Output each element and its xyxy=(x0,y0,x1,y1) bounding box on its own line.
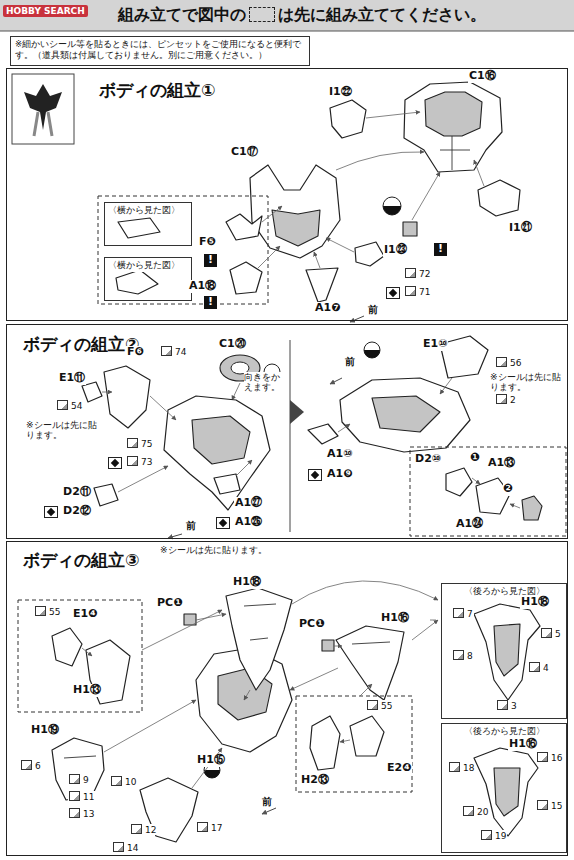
note-text: ※シールは先に貼ります。 xyxy=(490,372,562,393)
page-title: 組み立てで図中の は先に組み立ててください。 xyxy=(118,5,486,26)
sticker-number: 10 xyxy=(110,776,137,787)
caution-mark: ! xyxy=(434,243,447,256)
side-view-box: 〈横から見た図〉 xyxy=(104,202,192,246)
part-number: PC❶ xyxy=(298,618,325,631)
sticker-number: 7 xyxy=(452,608,474,619)
mirror-symbol xyxy=(44,506,58,518)
note-text: 向きをかえます。 xyxy=(244,372,288,393)
part-number: A1❾ xyxy=(326,468,353,481)
part-number: A1㉖ xyxy=(234,516,263,529)
dashed-box-symbol xyxy=(249,7,275,22)
part-number: A1⑩ xyxy=(326,448,353,461)
sticker-number: 56 xyxy=(495,357,522,368)
sticker-number: 16 xyxy=(536,752,563,763)
part-number: A1⑬ xyxy=(487,457,516,470)
step-number: ❶ xyxy=(470,451,480,465)
part-number: H1⑯ xyxy=(380,612,410,625)
sticker-number: 20 xyxy=(462,806,489,817)
watermark: HOBBY SEARCH xyxy=(3,5,88,17)
side-view-box: 〈横から見た図〉 xyxy=(104,257,192,301)
section-heading: ボディの組立③ xyxy=(21,549,141,572)
part-number: H1⑯ xyxy=(508,738,538,751)
sticker-number: 4 xyxy=(528,662,550,673)
sticker-number: 2 xyxy=(495,394,517,405)
front-mark: 前 xyxy=(345,356,355,368)
sticker-number: 9 xyxy=(68,774,90,785)
part-number: D2⑪ xyxy=(62,486,92,499)
sticker-number: 54 xyxy=(56,400,83,411)
part-number: E2❹ xyxy=(386,762,412,775)
part-number: A1⑱ xyxy=(188,280,217,293)
part-number: H1⑮ xyxy=(196,754,226,767)
sticker-number: 8 xyxy=(452,650,474,661)
part-number: H1⑬ xyxy=(72,684,102,697)
sticker-number: 3 xyxy=(496,700,518,711)
note-text: ※シールは先に貼ります。 xyxy=(26,420,98,441)
part-number: A1❼ xyxy=(314,302,341,315)
sticker-number: 72 xyxy=(404,268,431,279)
mirror-symbol xyxy=(216,517,230,529)
section-panel: ボディの組立① 〈横から見た図〉〈横から見た図〉 xyxy=(6,68,568,321)
sticker-number: 6 xyxy=(20,760,42,771)
part-number: D2⑩ xyxy=(414,453,442,466)
part-number: A1㉔ xyxy=(455,518,484,531)
part-number: H2⑬ xyxy=(300,774,330,787)
mirror-symbol xyxy=(308,469,322,481)
part-number: C1⑰ xyxy=(230,146,259,159)
sticker-number: 74 xyxy=(160,346,187,357)
sticker-number: 13 xyxy=(68,808,95,819)
part-number: I1㉓ xyxy=(383,244,408,257)
part-number: E1⑪ xyxy=(58,372,86,385)
front-mark: 前 xyxy=(262,796,272,808)
sticker-number: 19 xyxy=(480,830,507,841)
step-number: ❷ xyxy=(503,482,513,496)
sticker-number: 18 xyxy=(448,762,475,773)
caution-mark: ! xyxy=(204,296,217,309)
sticker-number: 15 xyxy=(536,800,563,811)
sticker-number: 55 xyxy=(34,606,61,617)
part-number: D2⑫ xyxy=(62,505,92,518)
part-number: I1㉑ xyxy=(508,222,533,235)
view-caption: 〈後ろから見た図〉 xyxy=(464,726,545,738)
part-number: C1⑳ xyxy=(218,338,247,351)
sticker-number: 17 xyxy=(196,822,223,833)
section-heading: ボディの組立① xyxy=(97,79,217,102)
note-text: ※細かいシール等を貼るときには、ピンセットをご使用になると便利です。（道具類は付… xyxy=(11,37,309,63)
sticker-number: 73 xyxy=(126,456,153,467)
front-mark: 前 xyxy=(186,520,196,532)
part-number: A1㉗ xyxy=(234,497,263,510)
sticker-number: 71 xyxy=(404,286,431,297)
caution-mark: ! xyxy=(204,254,217,267)
part-number: F❺ xyxy=(198,236,217,249)
section-heading: ボディの組立② xyxy=(21,333,141,356)
part-number: H1⑱ xyxy=(232,576,262,589)
sticker-number: 12 xyxy=(130,824,157,835)
front-mark: 前 xyxy=(368,304,378,316)
sticker-number: 55 xyxy=(366,700,393,711)
part-number: E1❹ xyxy=(72,608,98,621)
view-caption: 〈横から見た図〉 xyxy=(108,205,180,217)
mirror-symbol xyxy=(108,457,122,469)
part-number: H1⑱ xyxy=(520,596,550,609)
part-number: E1⑩ xyxy=(422,338,448,351)
view-caption: 〈横から見た図〉 xyxy=(108,260,180,272)
sticker-number: 14 xyxy=(112,842,139,853)
note-box: ※細かいシール等を貼るときには、ピンセットをご使用になると便利です。（道具類は付… xyxy=(10,36,310,66)
part-number: H1⑲ xyxy=(30,724,60,737)
sticker-number: 75 xyxy=(126,438,153,449)
sticker-number: 11 xyxy=(68,791,95,802)
note-text: ※シールは先に貼ります。 xyxy=(160,545,267,555)
part-number: I1㉒ xyxy=(328,86,353,99)
mirror-symbol xyxy=(386,287,400,299)
part-number: C1⑯ xyxy=(468,70,497,83)
part-number: F❻ xyxy=(126,346,145,359)
sticker-number: 5 xyxy=(540,628,562,639)
part-number: PC❶ xyxy=(156,597,183,610)
